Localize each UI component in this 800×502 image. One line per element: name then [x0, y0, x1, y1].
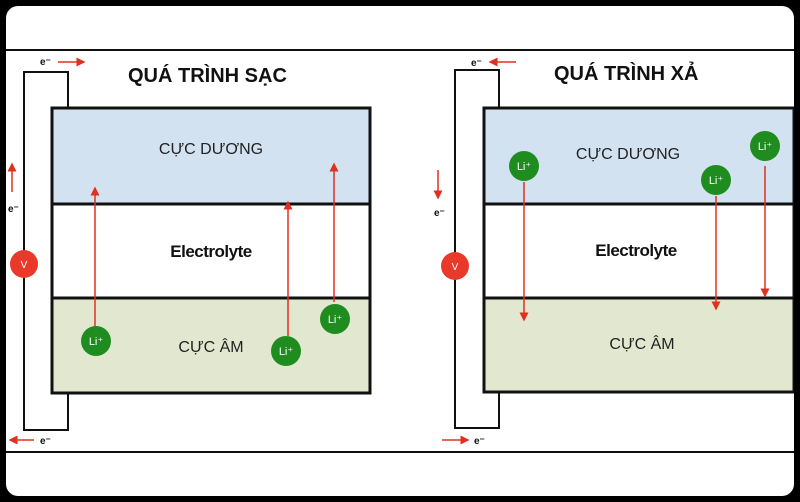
- charge-electron-top: e⁻: [40, 57, 51, 68]
- discharge-voltmeter: V: [441, 252, 469, 280]
- charge-ion-3: Li⁺: [320, 304, 350, 334]
- svg-text:Li⁺: Li⁺: [758, 141, 773, 153]
- charge-panel: QUÁ TRÌNH SẠC CỰC DƯƠNG Electrolyte CỰC …: [7, 57, 372, 447]
- discharge-negative-layer: [482, 296, 794, 394]
- svg-text:Li⁺: Li⁺: [89, 336, 104, 348]
- charge-positive-label: CỰC DƯƠNG: [159, 141, 263, 158]
- svg-text:V: V: [21, 260, 28, 271]
- discharge-negative-label: CỰC ÂM: [609, 334, 674, 353]
- discharge-electron-bottom: e⁻: [474, 436, 485, 447]
- discharge-electron-left: e⁻: [434, 208, 445, 219]
- svg-text:Li⁺: Li⁺: [517, 161, 532, 173]
- charge-title: QUÁ TRÌNH SẠC: [128, 64, 287, 87]
- charge-ion-1: Li⁺: [81, 326, 111, 356]
- svg-text:Li⁺: Li⁺: [279, 346, 294, 358]
- charge-negative-label: CỰC ÂM: [178, 337, 243, 356]
- discharge-title: QUÁ TRÌNH XẢ: [554, 62, 698, 85]
- charge-positive-layer: [50, 106, 372, 206]
- svg-text:Li⁺: Li⁺: [328, 314, 343, 326]
- svg-text:Li⁺: Li⁺: [709, 175, 724, 187]
- discharge-electrolyte-layer: [482, 202, 794, 300]
- diagram-canvas: QUÁ TRÌNH SẠC CỰC DƯƠNG Electrolyte CỰC …: [6, 6, 794, 496]
- discharge-positive-layer: [482, 106, 794, 206]
- discharge-ion-3: Li⁺: [750, 131, 780, 161]
- discharge-ion-2: Li⁺: [701, 165, 731, 195]
- charge-ion-2: Li⁺: [271, 336, 301, 366]
- discharge-electrolyte-label: Electrolyte: [595, 241, 676, 260]
- discharge-ion-1: Li⁺: [509, 151, 539, 181]
- charge-electron-bottom: e⁻: [40, 436, 51, 447]
- charge-voltmeter: V: [10, 250, 38, 278]
- discharge-panel: QUÁ TRÌNH XẢ CỰC DƯƠNG Electrolyte CỰC Â…: [433, 57, 794, 447]
- charge-electrolyte-label: Electrolyte: [170, 242, 251, 261]
- charge-electron-left: e⁻: [8, 204, 19, 215]
- discharge-electron-top: e⁻: [471, 58, 482, 69]
- svg-text:V: V: [452, 262, 459, 273]
- battery-diagram: QUÁ TRÌNH SẠC CỰC DƯƠNG Electrolyte CỰC …: [6, 49, 794, 453]
- charge-electrolyte-layer: [50, 202, 372, 300]
- discharge-positive-label: CỰC DƯƠNG: [576, 146, 680, 163]
